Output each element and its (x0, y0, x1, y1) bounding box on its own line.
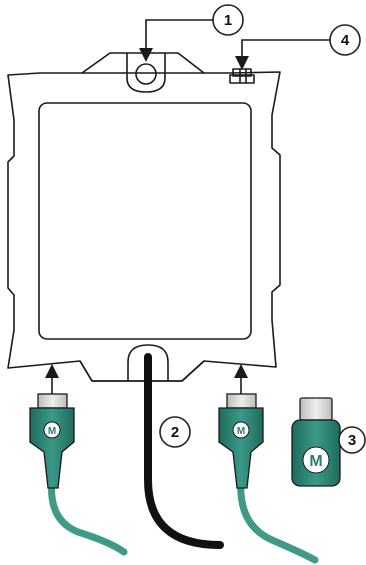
arrowhead-4 (235, 56, 249, 70)
bottom-port-notch (127, 344, 169, 381)
black-cable (144, 353, 224, 549)
callout-4-label: 4 (341, 32, 350, 49)
callout-4: 4 (329, 24, 361, 56)
top-edge-port (229, 68, 255, 84)
left-connector-logo: M (48, 426, 56, 437)
left-connector: M (29, 393, 128, 556)
leader-4 (241, 39, 330, 60)
standalone-plug: M (291, 397, 341, 487)
callout-2: 2 (159, 416, 191, 448)
callout-1: 1 (212, 4, 244, 36)
bottom-mounting-tab (79, 360, 205, 382)
standalone-plug-tip (299, 397, 333, 421)
left-connector-body (29, 407, 75, 489)
callout-1-label: 1 (224, 12, 232, 29)
top-port-opening (135, 63, 157, 85)
right-connector-body (218, 407, 264, 489)
housing-outline (7, 71, 281, 382)
right-plug-tip (226, 393, 257, 409)
left-connector-logo-ring (43, 421, 61, 439)
top-port-notch (126, 53, 166, 93)
callout-3-label: 3 (348, 432, 356, 449)
insert-arrow-left (45, 364, 59, 378)
leader-lines (45, 19, 330, 394)
right-connector: M (218, 393, 319, 564)
right-connector-logo-ring (232, 421, 250, 439)
callout-3: 3 (338, 426, 366, 454)
left-teal-cable (48, 476, 128, 556)
leader-1 (145, 19, 213, 52)
display-window (38, 102, 252, 340)
left-plug-tip (37, 393, 68, 409)
device-housing (7, 52, 281, 382)
arrowhead-1 (139, 48, 153, 62)
right-teal-cable (237, 476, 319, 564)
right-connector-logo: M (237, 426, 245, 437)
insert-arrow-right (234, 364, 248, 378)
callout-2-label: 2 (171, 424, 179, 441)
standalone-plug-logo-ring (302, 446, 330, 474)
standalone-plug-logo: M (309, 453, 322, 470)
